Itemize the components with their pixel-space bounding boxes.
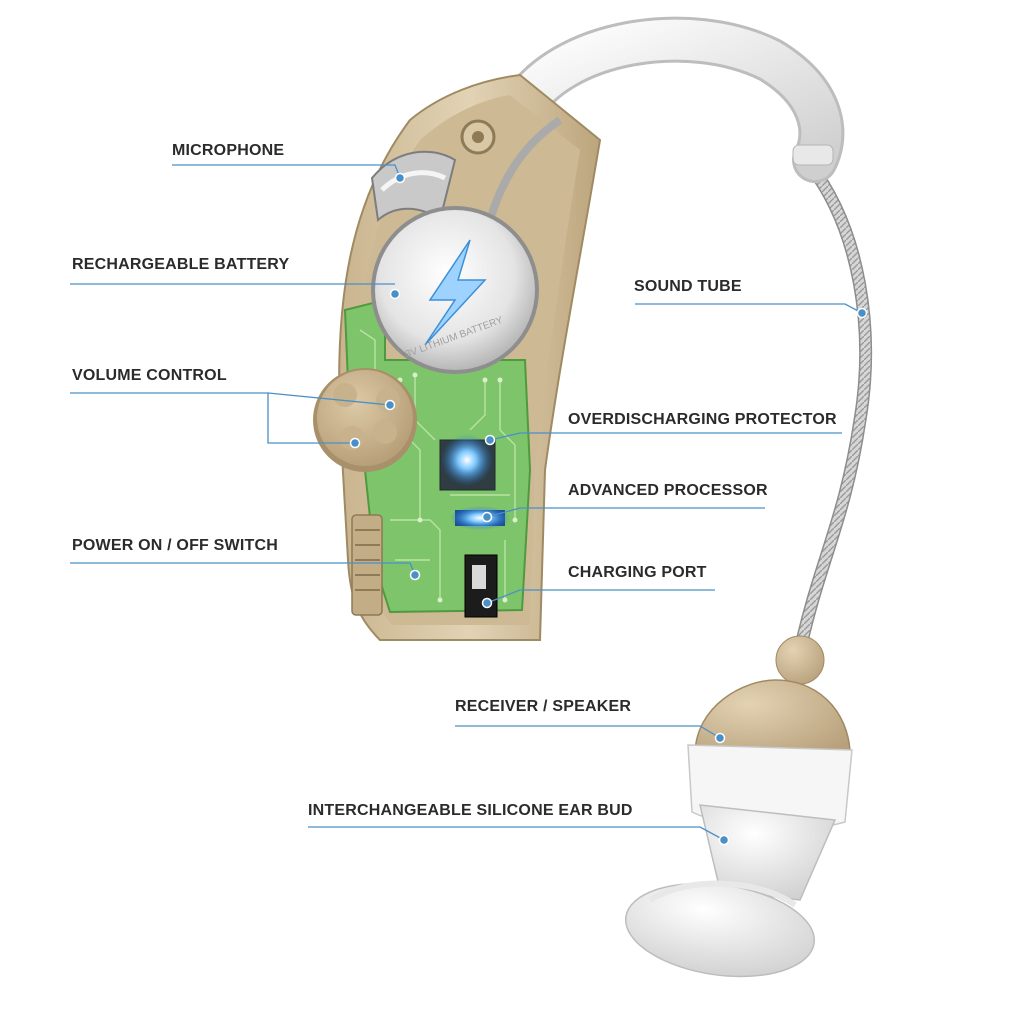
- label-receiver-speaker: RECEIVER / SPEAKER: [455, 698, 632, 715]
- sound-tube: [793, 158, 873, 657]
- label-charging-port: CHARGING PORT: [568, 564, 707, 581]
- label-sound-tube: SOUND TUBE: [634, 278, 742, 295]
- label-power-switch: POWER ON / OFF SWITCH: [72, 537, 278, 554]
- label-microphone: MICROPHONE: [172, 142, 285, 159]
- silicone-ear-bud: [624, 804, 837, 978]
- microphone: [370, 150, 457, 222]
- label-silicone-ear-bud: INTERCHANGEABLE SILICONE EAR BUD: [308, 802, 633, 819]
- rechargeable-battery: 3V LITHIUM BATTERY: [371, 206, 539, 374]
- power-switch: [351, 514, 383, 616]
- charging-port: [464, 554, 498, 618]
- receiver-speaker: [687, 635, 853, 831]
- label-volume-control: VOLUME CONTROL: [72, 367, 227, 384]
- volume-control-knob: [313, 368, 417, 472]
- leader-dots: [349, 172, 868, 846]
- label-overdischarging-protector: OVERDISCHARGING PROTECTOR: [568, 411, 837, 428]
- label-advanced-processor: ADVANCED PROCESSOR: [568, 482, 768, 499]
- lightning-icon: [424, 239, 487, 346]
- hook-collar: [792, 144, 834, 166]
- protector-chip: [439, 434, 496, 491]
- label-rechargeable-battery: RECHARGEABLE BATTERY: [72, 256, 290, 273]
- ear-hook: [497, 16, 845, 183]
- processor-chip: [450, 506, 510, 530]
